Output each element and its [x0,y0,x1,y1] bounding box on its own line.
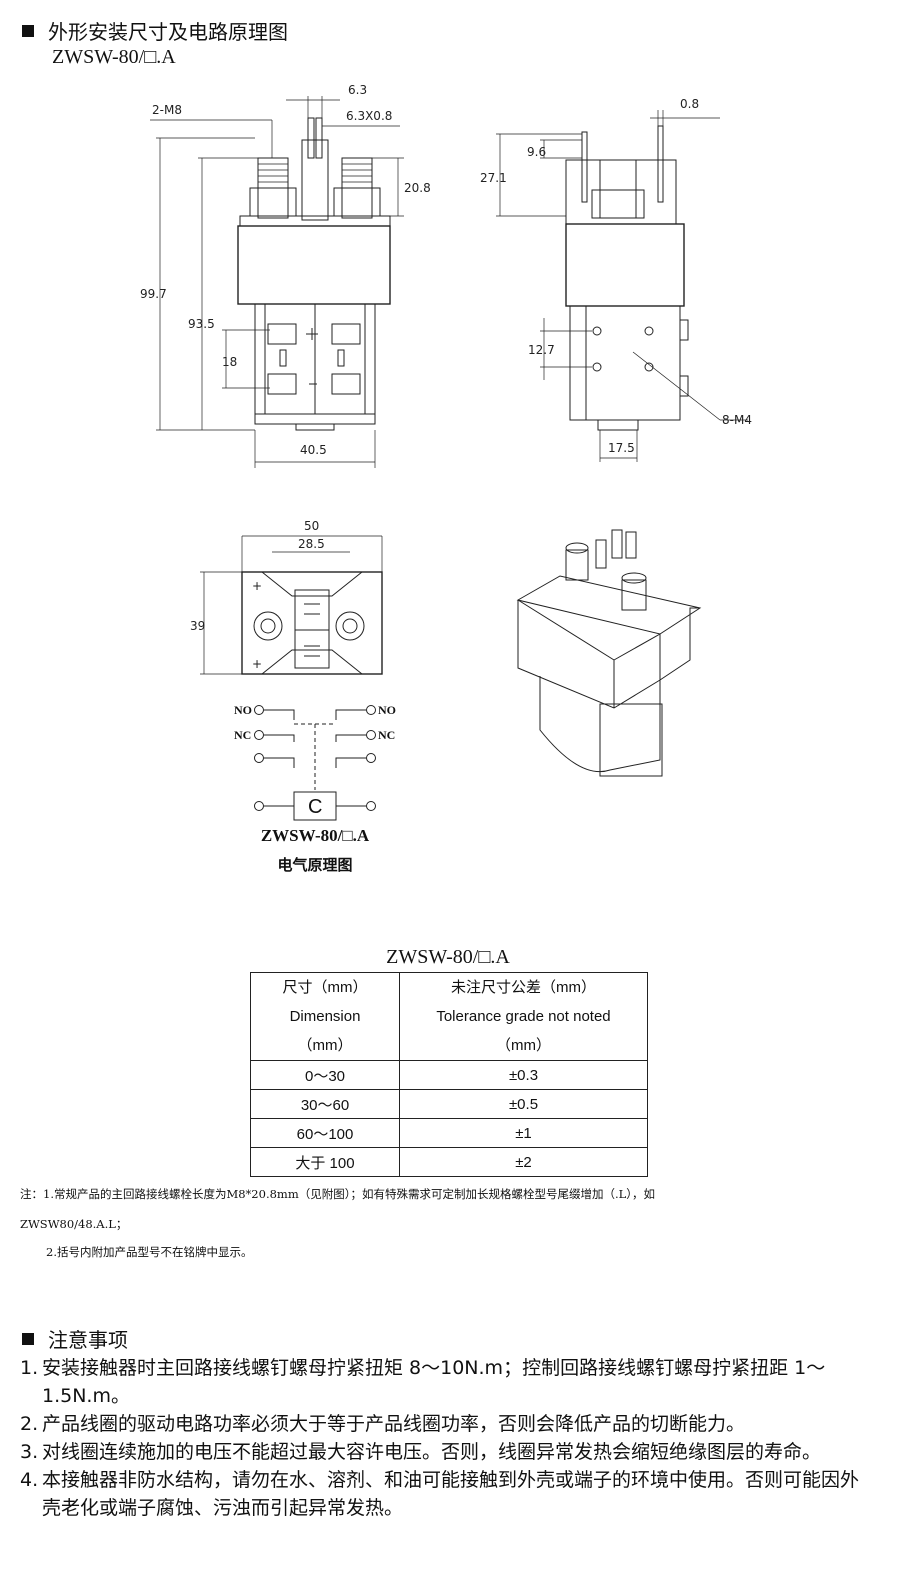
cell-tolerance: ±2 [399,1147,648,1177]
cell-tolerance: ±0.3 [399,1060,648,1090]
svg-text:8-M4: 8-M4 [722,413,752,427]
cell-dimension: 大于 100 [250,1147,400,1177]
section-header-drawing: 外形安装尺寸及电路原理图 [22,16,288,45]
schematic-label-no-left: NO [234,703,252,717]
list-item-number: 4. [20,1469,39,1491]
svg-text:40.5: 40.5 [300,443,327,457]
svg-text:6.3X0.8: 6.3X0.8 [346,109,392,123]
svg-text:9.6: 9.6 [527,145,546,159]
schematic-caption-model: ZWSW-80/□.A [260,826,370,845]
list-item-text: 对线圈连续施加的电压不能超过最大容许电压。否则，线圈异常发热会缩短绝缘图层的寿命… [42,1441,822,1463]
schematic-label-no-right: NO [378,703,396,717]
note-line-2: ZWSW80/48.A.L； [20,1217,128,1231]
list-item: 3. 对线圈连续施加的电压不能超过最大容许电压。否则，线圈异常发热会缩短绝缘图层… [20,1438,872,1466]
svg-text:+: + [252,657,262,671]
schematic-caption-title: 电气原理图 [277,856,353,874]
svg-text:20.8: 20.8 [404,181,431,195]
table-row: 30～60 ±0.5 [250,1089,648,1119]
svg-text:2-M8: 2-M8 [152,103,182,117]
isometric-view [516,529,702,777]
table-row: 60～100 ±1 [250,1118,648,1148]
section-title: 外形安装尺寸及电路原理图 [48,20,288,44]
table-row: 大于 100 ±2 [250,1147,648,1177]
schematic-label-nc-left: NC [234,728,251,742]
technical-drawings: 99.7 93.5 18 40.5 2-M8 6.3 6.3X0.8 20.8 [140,83,752,821]
svg-text:93.5: 93.5 [188,317,215,331]
svg-text:50: 50 [304,519,319,533]
schematic [254,705,376,821]
note-line-3: 2.括号内附加产品型号不在铭牌中显示。 [46,1245,253,1259]
list-item-number: 3. [20,1441,39,1463]
square-bullet-icon [22,1332,34,1345]
cell-dimension: 60～100 [250,1118,400,1148]
svg-text:18: 18 [222,355,237,369]
list-item-text: 本接触器非防水结构，请勿在水、溶剂、和油可能接触到外壳或端子的环境中使用。否则可… [42,1469,860,1519]
header-dimension: 尺寸（mm） Dimension （mm） [250,972,400,1061]
table-title: ZWSW-80/□.A [386,946,510,968]
svg-text:99.7: 99.7 [140,287,167,301]
side-view: 0.8 9.6 27.1 12.7 8-M4 17.5 [480,97,752,462]
tolerance-table: 尺寸（mm） Dimension （mm） 未注尺寸公差（mm） Toleran… [250,972,648,1177]
list-item: 2. 产品线圈的驱动电路功率必须大于等于产品线圈功率，否则会降低产品的切断能力。 [20,1410,872,1438]
cell-dimension: 30～60 [250,1089,400,1119]
cell-tolerance: ±0.5 [399,1089,648,1119]
svg-text:0.8: 0.8 [680,97,699,111]
svg-text:28.5: 28.5 [298,537,325,551]
list-item: 1. 安装接触器时主回路接线螺钉螺母拧紧扭矩 8～10N.m；控制回路接线螺钉螺… [20,1354,872,1410]
list-item-number: 1. [20,1357,39,1379]
list-item-text: 安装接触器时主回路接线螺钉螺母拧紧扭矩 8～10N.m；控制回路接线螺钉螺母拧紧… [42,1357,826,1407]
square-bullet-icon [22,24,34,37]
header-tolerance: 未注尺寸公差（mm） Tolerance grade not noted （mm… [399,972,648,1061]
model-label: ZWSW-80/□.A [52,46,176,68]
table-header-row: 尺寸（mm） Dimension （mm） 未注尺寸公差（mm） Toleran… [250,972,648,1061]
list-item: 4. 本接触器非防水结构，请勿在水、溶剂、和油可能接触到外壳或端子的环境中使用。… [20,1466,872,1522]
note-line-1: 注：1.常规产品的主回路接线螺栓长度为M8*20.8mm（见附图）；如有特殊需求… [20,1187,656,1201]
svg-text:39: 39 [190,619,205,633]
schematic-label-nc-right: NC [378,728,395,742]
list-item-number: 2. [20,1413,39,1435]
top-view: + + 50 28.5 39 [190,519,383,675]
coil-label: C [308,796,322,818]
list-item-text: 产品线圈的驱动电路功率必须大于等于产品线圈功率，否则会降低产品的切断能力。 [42,1413,746,1435]
svg-text:6.3: 6.3 [348,83,367,97]
precautions-list: 1. 安装接触器时主回路接线螺钉螺母拧紧扭矩 8～10N.m；控制回路接线螺钉螺… [20,1354,872,1522]
svg-text:27.1: 27.1 [480,171,507,185]
cell-dimension: 0～30 [250,1060,400,1090]
svg-text:12.7: 12.7 [528,343,555,357]
front-view: 99.7 93.5 18 40.5 2-M8 6.3 6.3X0.8 20.8 [140,83,431,468]
svg-text:17.5: 17.5 [608,441,635,455]
cell-tolerance: ±1 [399,1118,648,1148]
table-row: 0～30 ±0.3 [250,1060,648,1090]
svg-text:+: + [252,579,262,593]
section-header-precautions: 注意事项 [22,1324,128,1353]
section-title: 注意事项 [48,1328,128,1352]
